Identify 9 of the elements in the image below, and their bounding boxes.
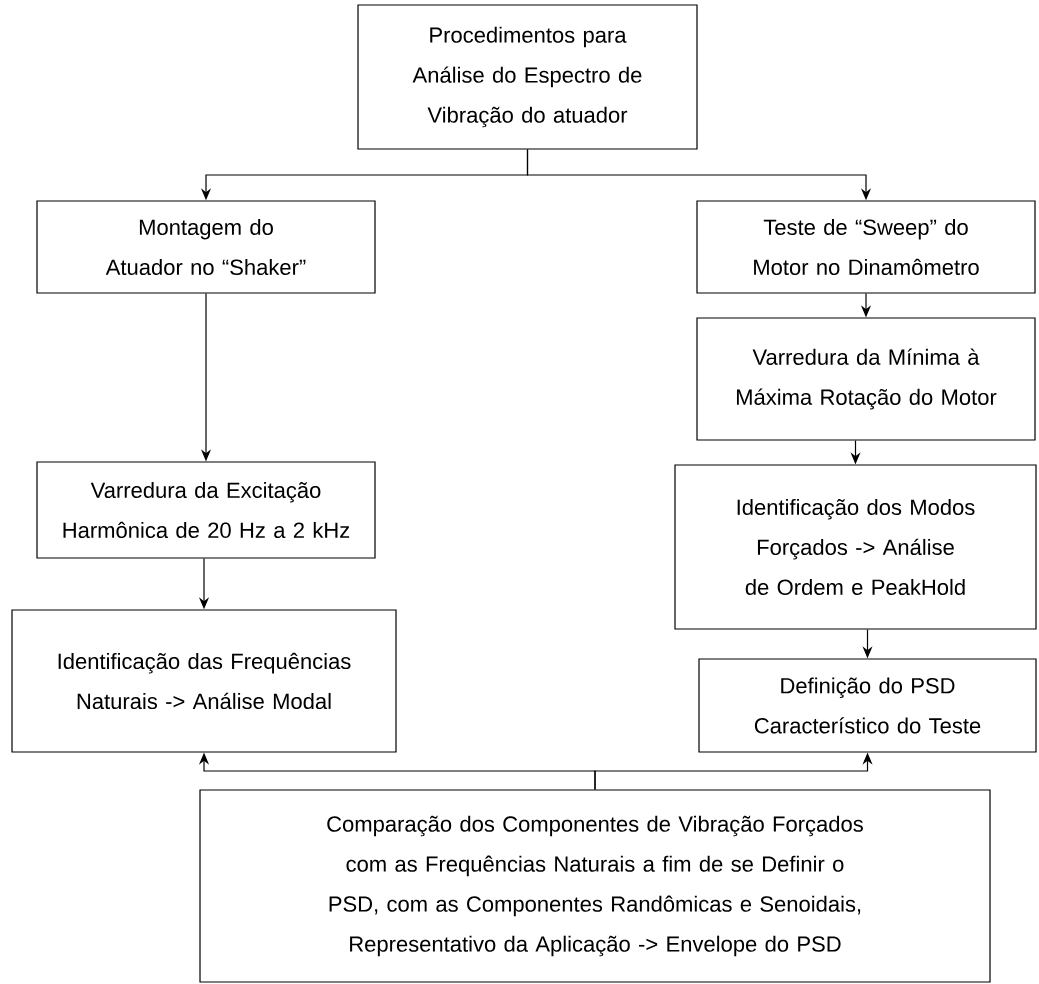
process-box: Identificação dos Modos Forçados -> Análise de Ordem e PeakHold xyxy=(674,464,1037,630)
process-box: Varredura da Mínima à Máxima Rotação do Motor xyxy=(696,317,1036,441)
process-box: Montagem do Atuador no “Shaker” xyxy=(36,200,376,294)
process-box: Teste de “Sweep” do Motor no Dinamômetro xyxy=(696,200,1036,294)
process-box: Definição do PSD Característico do Teste xyxy=(698,658,1037,753)
process-box: Procedimentos para Análise do Espectro de Vibração do atuador xyxy=(357,4,698,150)
process-box: Varredura da Excitação Harmônica de 20 Hz a 2 kHz xyxy=(36,461,376,559)
process-box: Identificação das Frequências Naturais -> Análise Modal xyxy=(11,609,397,753)
process-box: Comparação dos Componentes de Vibração Forçados com as Frequências Naturais a fim de se Definir o PSD, com as Componentes Randômicas e Senoidais, Representativo da Aplicação -> Envelope do PSD xyxy=(199,789,991,983)
